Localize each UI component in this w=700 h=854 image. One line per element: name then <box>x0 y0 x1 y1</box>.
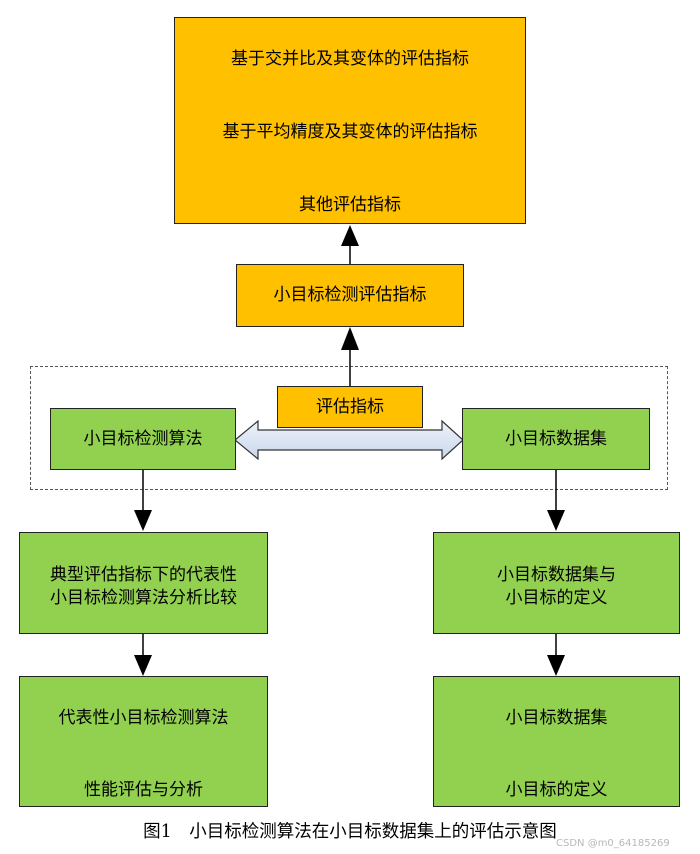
dataset-definition-box: 小目标数据集与 小目标的定义 <box>433 532 680 634</box>
arrow-up-to-detection-metrics <box>341 327 359 386</box>
metrics-iou-label: 基于交并比及其变体的评估指标 <box>231 49 469 69</box>
dataset-definition-line1: 小目标数据集与 <box>497 565 616 585</box>
dataset-and-definition-line2: 小目标的定义 <box>505 780 608 800</box>
dataset-and-definition-box: 小目标数据集 小目标的定义 <box>433 676 680 807</box>
watermark: CSDN @m0_64185269 <box>556 838 670 849</box>
evaluation-metrics-box: 评估指标 <box>277 386 423 428</box>
performance-evaluation-line2: 性能评估与分析 <box>84 780 203 800</box>
metrics-other-label: 其他评估指标 <box>299 195 401 215</box>
arrow-up-to-metrics <box>341 225 359 264</box>
evaluation-metrics-label: 评估指标 <box>316 397 384 417</box>
detection-algorithm-label: 小目标检测算法 <box>83 429 203 449</box>
metrics-ap-label: 基于平均精度及其变体的评估指标 <box>222 122 478 142</box>
dataset-definition-line2: 小目标的定义 <box>505 588 608 608</box>
small-object-dataset-label: 小目标数据集 <box>505 429 607 449</box>
performance-evaluation-box: 代表性小目标检测算法 性能评估与分析 <box>19 676 268 807</box>
detection-metrics-label: 小目标检测评估指标 <box>273 285 427 305</box>
algorithm-analysis-line2: 小目标检测算法分析比较 <box>50 588 237 608</box>
dashed-group-frame <box>30 366 668 490</box>
dataset-and-definition-line1: 小目标数据集 <box>505 708 608 728</box>
algorithm-analysis-box: 典型评估指标下的代表性 小目标检测算法分析比较 <box>19 532 268 634</box>
detection-algorithm-box: 小目标检测算法 <box>50 408 236 470</box>
small-object-dataset-box: 小目标数据集 <box>462 408 650 470</box>
arrow-down-to-analysis <box>134 470 152 531</box>
figure-caption: 图1 小目标检测算法在小目标数据集上的评估示意图 <box>143 822 557 842</box>
arrow-down-to-dataset-box <box>547 634 565 676</box>
metrics-category-box: 基于交并比及其变体的评估指标 基于平均精度及其变体的评估指标 其他评估指标 <box>174 17 526 224</box>
arrow-down-to-performance <box>134 634 152 676</box>
detection-metrics-box: 小目标检测评估指标 <box>236 264 464 327</box>
algorithm-analysis-line1: 典型评估指标下的代表性 <box>50 565 237 585</box>
arrow-down-to-dataset-definition <box>547 470 565 531</box>
performance-evaluation-line1: 代表性小目标检测算法 <box>58 708 229 728</box>
